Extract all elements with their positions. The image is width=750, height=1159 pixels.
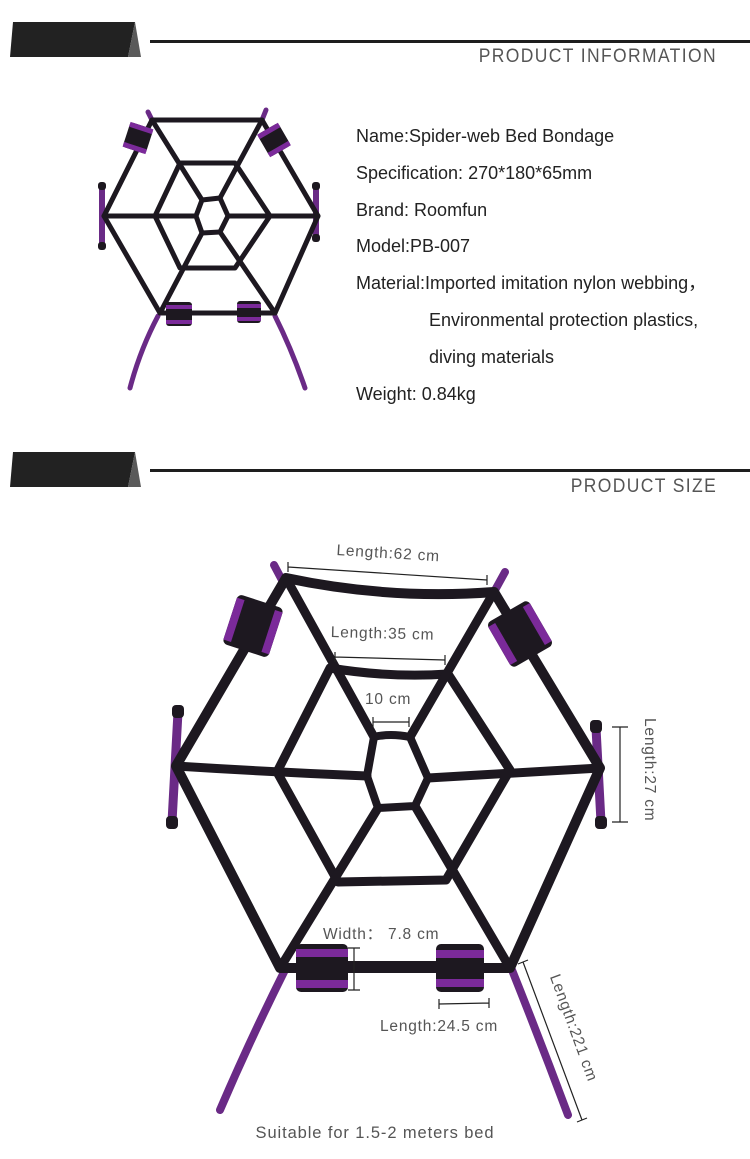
- dimension-cuff-width: Width： 7.8 cm: [323, 926, 440, 943]
- info-weight-value: 0.84kg: [416, 383, 476, 404]
- info-material-line-2: Environmental protection plastics,: [429, 309, 699, 330]
- dimension-second-ring: Length:35 cm: [330, 624, 435, 644]
- info-material-continued: Environmental protection plastics,: [356, 302, 750, 339]
- product-image-small: [80, 100, 340, 400]
- info-name-value: Spider-web Bed Bondage: [409, 126, 615, 146]
- section-title: PRODUCT INFORMATION: [478, 46, 717, 67]
- info-specification-value: 270*180*65mm: [463, 162, 593, 183]
- dimension-cuff-length: Length:24.5 cm: [380, 1018, 499, 1035]
- info-material-line-1: Imported imitation nylon webbing，: [425, 273, 707, 294]
- info-material: Material:Imported imitation nylon webbin…: [356, 265, 750, 302]
- info-brand: Brand: Roomfun: [356, 192, 750, 229]
- info-specification-label: Specification:: [356, 162, 464, 183]
- info-brand-label: Brand:: [356, 199, 410, 220]
- info-material-label: Material:: [356, 273, 426, 294]
- product-size-diagram: Length:62 cm Length:35 cm 10 cm Length:2…: [0, 520, 750, 1130]
- header-divider: [150, 469, 750, 472]
- header-tab-decoration: [10, 452, 141, 487]
- info-model: Model:PB-007: [356, 228, 750, 265]
- info-brand-value: Roomfun: [409, 199, 488, 220]
- info-name: Name:Spider-web Bed Bondage: [356, 118, 750, 155]
- product-size-header: PRODUCT SIZE: [0, 450, 750, 510]
- product-info-list: Name:Spider-web Bed Bondage Specificatio…: [356, 118, 750, 412]
- product-information-header: PRODUCT INFORMATION: [0, 20, 750, 80]
- section-title: PRODUCT SIZE: [570, 476, 717, 497]
- header-divider: [150, 40, 750, 43]
- info-material-continued: diving materials: [356, 339, 750, 376]
- info-name-label: Name:: [356, 126, 410, 146]
- info-weight-label: Weight:: [356, 383, 417, 404]
- header-tab-decoration: [10, 22, 141, 57]
- bed-size-note: Suitable for 1.5-2 meters bed: [255, 1124, 495, 1142]
- info-specification: Specification: 270*180*65mm: [356, 155, 750, 192]
- info-weight: Weight: 0.84kg: [356, 376, 750, 413]
- info-model-value: PB-007: [410, 236, 471, 257]
- dimension-side-strap: Length:27 cm: [641, 718, 658, 822]
- dimension-center: 10 cm: [365, 691, 412, 708]
- info-model-label: Model:: [356, 236, 411, 257]
- info-material-line-3: diving materials: [429, 346, 555, 367]
